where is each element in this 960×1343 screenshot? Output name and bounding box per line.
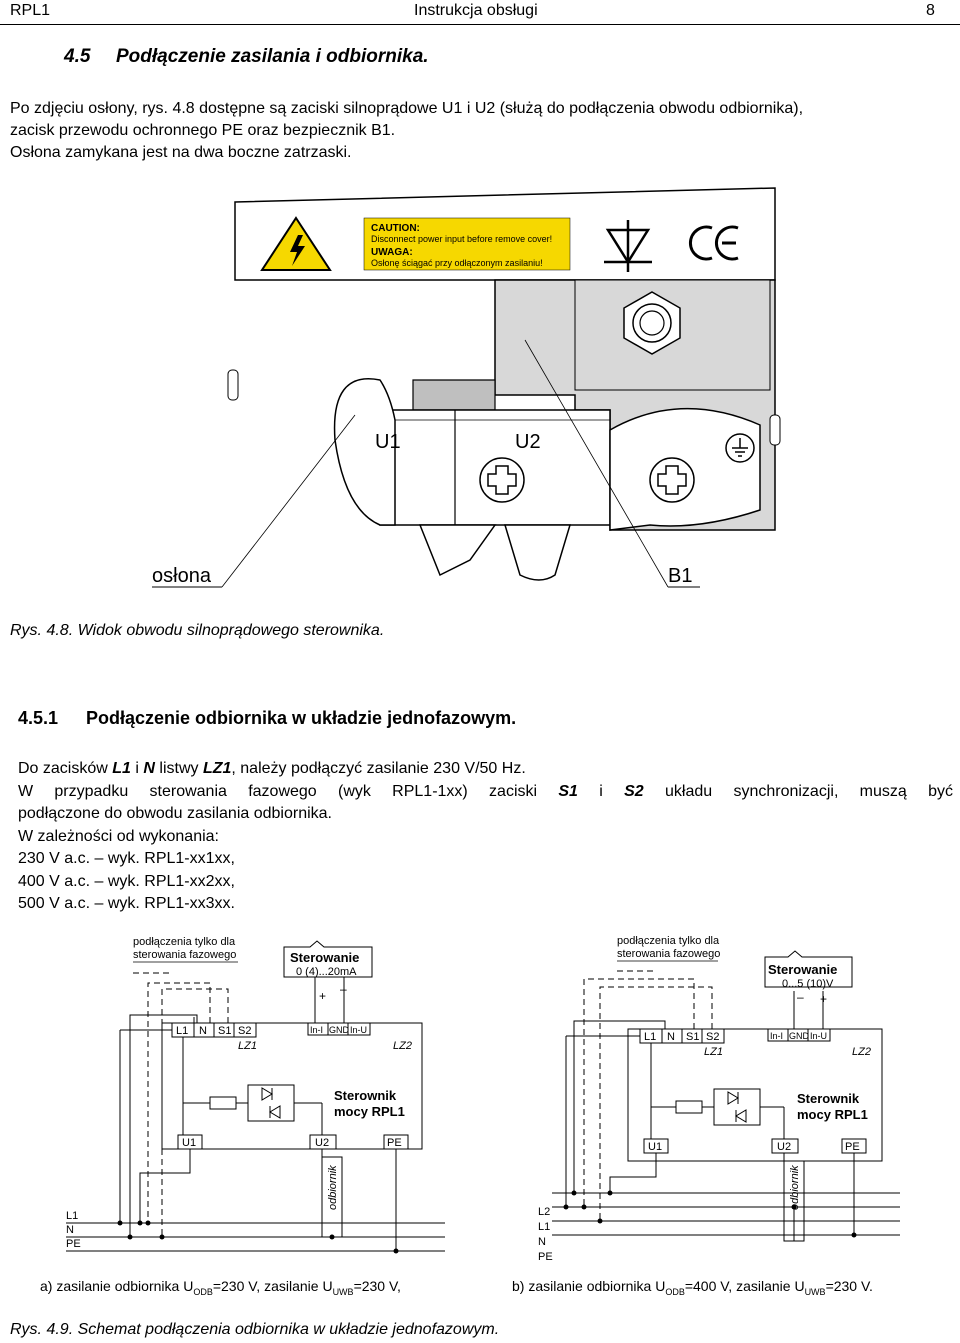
bus-label: N <box>538 1236 546 1248</box>
wiring-diagram: podłączenia tylko dla sterowania fazoweg… <box>40 935 900 1297</box>
body-line-4: W zależności od wykonania: <box>18 827 219 845</box>
bus-label: L1 <box>538 1221 550 1233</box>
terminal-label: In-U <box>350 1025 367 1035</box>
figure-4-8-caption: Rys. 4.8. Widok obwodu silnoprądowego st… <box>10 622 385 639</box>
terminal-label: U2 <box>315 1137 329 1149</box>
terminal-label: S2 <box>706 1031 719 1043</box>
page-header: RPL1 Instrukcja obsługi 8 <box>0 0 960 26</box>
terminal-label: In-I <box>310 1025 323 1035</box>
range-label: 0...5 (10)V <box>782 978 834 990</box>
header-page-number: 8 <box>926 2 935 19</box>
minus-sign: – <box>797 990 804 1004</box>
plus-sign: + <box>820 992 827 1006</box>
body-line-2: W przypadku sterowania fazowego (wyk RPL… <box>18 782 954 800</box>
terminal-label: U1 <box>648 1141 662 1153</box>
section-heading: 4.5 Podłączenie zasilania i odbiornika. <box>64 46 429 68</box>
terminal-label: In-U <box>810 1031 827 1041</box>
intro-line: Po zdjęciu osłony, rys. 4.8 dostępne są … <box>10 100 804 117</box>
label-u2: U2 <box>515 431 541 453</box>
sterownik-label: mocy RPL1 <box>797 1107 868 1122</box>
phase-note: sterowania fazowego <box>617 948 720 960</box>
caution-text: Disconnect power input before remove cov… <box>371 234 552 244</box>
body-line-3: podłączone do obwodu zasilania odbiornik… <box>18 805 332 822</box>
odbiornik-label: odbiornik <box>327 1165 339 1210</box>
terminal-label: L1 <box>176 1025 188 1037</box>
bus-label: PE <box>66 1238 81 1250</box>
caption-a: a) zasilanie odbiornika UODB=230 V, zasi… <box>40 1278 401 1297</box>
terminal-label: L1 <box>644 1031 656 1043</box>
subsection-heading: 4.5.1 Podłączenie odbiornika w układzie j… <box>18 708 516 729</box>
intro-line: Osłona zamykana jest na dwa boczne zatrz… <box>10 144 352 161</box>
body-line-1: Do zacisków L1 i N listwy LZ1, należy po… <box>18 760 526 777</box>
header-product: RPL1 <box>10 2 51 19</box>
body-line-5: 230 V a.c. – wyk. RPL1-xx1xx, <box>18 850 235 867</box>
terminal-label: In-I <box>770 1031 783 1041</box>
intro-line: zacisk przewodu ochronnego PE oraz bezpi… <box>10 122 396 139</box>
range-label: 0 (4)...20mA <box>296 966 357 978</box>
terminal-label: GND <box>789 1031 810 1041</box>
terminal-label: GND <box>329 1025 350 1035</box>
caption-b: b) zasilanie odbiornika UODB=400 V, zasi… <box>512 1278 873 1297</box>
section-title: Podłączenie zasilania i odbiornika. <box>116 46 429 67</box>
ce-mark-icon <box>689 225 739 261</box>
terminal-label: U2 <box>777 1141 791 1153</box>
header-title: Instrukcja obsługi <box>414 2 538 19</box>
sterowanie-label: Sterowanie <box>768 962 837 977</box>
lz1-label: LZ1 <box>704 1046 723 1058</box>
header-divider <box>0 24 960 25</box>
label-oslona: osłona <box>152 565 212 587</box>
terminal-label: N <box>667 1031 675 1043</box>
intro-paragraph: Po zdjęciu osłony, rys. 4.8 dostępne są … <box>10 98 955 164</box>
triac-symbol-icon <box>604 220 652 272</box>
terminal-label: U1 <box>182 1137 196 1149</box>
uwaga-text: Osłonę ściągać przy odłączonym zasilaniu… <box>371 258 543 268</box>
caution-label <box>363 217 571 271</box>
bus-label: N <box>66 1224 74 1236</box>
label-u1: U1 <box>375 431 401 453</box>
subsection-title: Podłączenie odbiornika w układzie jednof… <box>86 708 517 728</box>
bus-label: PE <box>538 1251 553 1263</box>
phase-note: sterowania fazowego <box>133 949 236 961</box>
terminal-label: N <box>199 1025 207 1037</box>
terminal-label: PE <box>387 1137 402 1149</box>
terminal-label: PE <box>845 1141 860 1153</box>
phase-note: podłączenia tylko dla <box>133 936 236 948</box>
screw-u1-icon <box>479 457 525 503</box>
terminal-label: S1 <box>218 1025 231 1037</box>
lz1-label: LZ1 <box>238 1040 257 1052</box>
section-number: 4.5 <box>64 46 91 67</box>
nut-icon <box>623 291 681 355</box>
diagram-b: podłączenia tylko dla sterowania fazoweg… <box>512 935 900 1297</box>
subsection-number: 4.5.1 <box>18 708 59 728</box>
sterownik-label: mocy RPL1 <box>334 1104 405 1119</box>
lz2-label: LZ2 <box>852 1046 871 1058</box>
caution-title: CAUTION: <box>371 223 420 234</box>
label-b1: B1 <box>668 565 692 587</box>
screw-u2-icon <box>649 457 695 503</box>
figure-4-9-caption: Rys. 4.9. Schemat podłączenia odbiornika… <box>10 1321 500 1338</box>
sterowanie-label: Sterowanie <box>290 950 359 965</box>
terminal-label: S2 <box>238 1025 251 1037</box>
terminal-label: S1 <box>686 1031 699 1043</box>
lz2-label: LZ2 <box>393 1040 412 1052</box>
sterownik-label: Sterownik <box>334 1088 397 1103</box>
body-line-7: 500 V a.c. – wyk. RPL1-xx3xx. <box>18 895 235 912</box>
uwaga-title: UWAGA: <box>371 247 413 258</box>
plus-sign: + <box>319 989 326 1003</box>
body-paragraph: Do zacisków L1 i N listwy LZ1, należy po… <box>18 758 953 916</box>
bus-label: L1 <box>66 1210 78 1222</box>
high-voltage-warning-icon <box>260 216 332 271</box>
bus-label: L2 <box>538 1206 550 1218</box>
sterownik-label: Sterownik <box>797 1091 860 1106</box>
diagram-a: podłączenia tylko dla sterowania fazoweg… <box>40 936 445 1297</box>
ground-icon <box>725 433 755 463</box>
phase-note: podłączenia tylko dla <box>617 935 720 947</box>
body-line-6: 400 V a.c. – wyk. RPL1-xx2xx, <box>18 872 235 890</box>
controller-terminal-drawing: CAUTION: Disconnect power input before r… <box>152 187 781 588</box>
odbiornik-label: odbiornik <box>789 1165 801 1210</box>
